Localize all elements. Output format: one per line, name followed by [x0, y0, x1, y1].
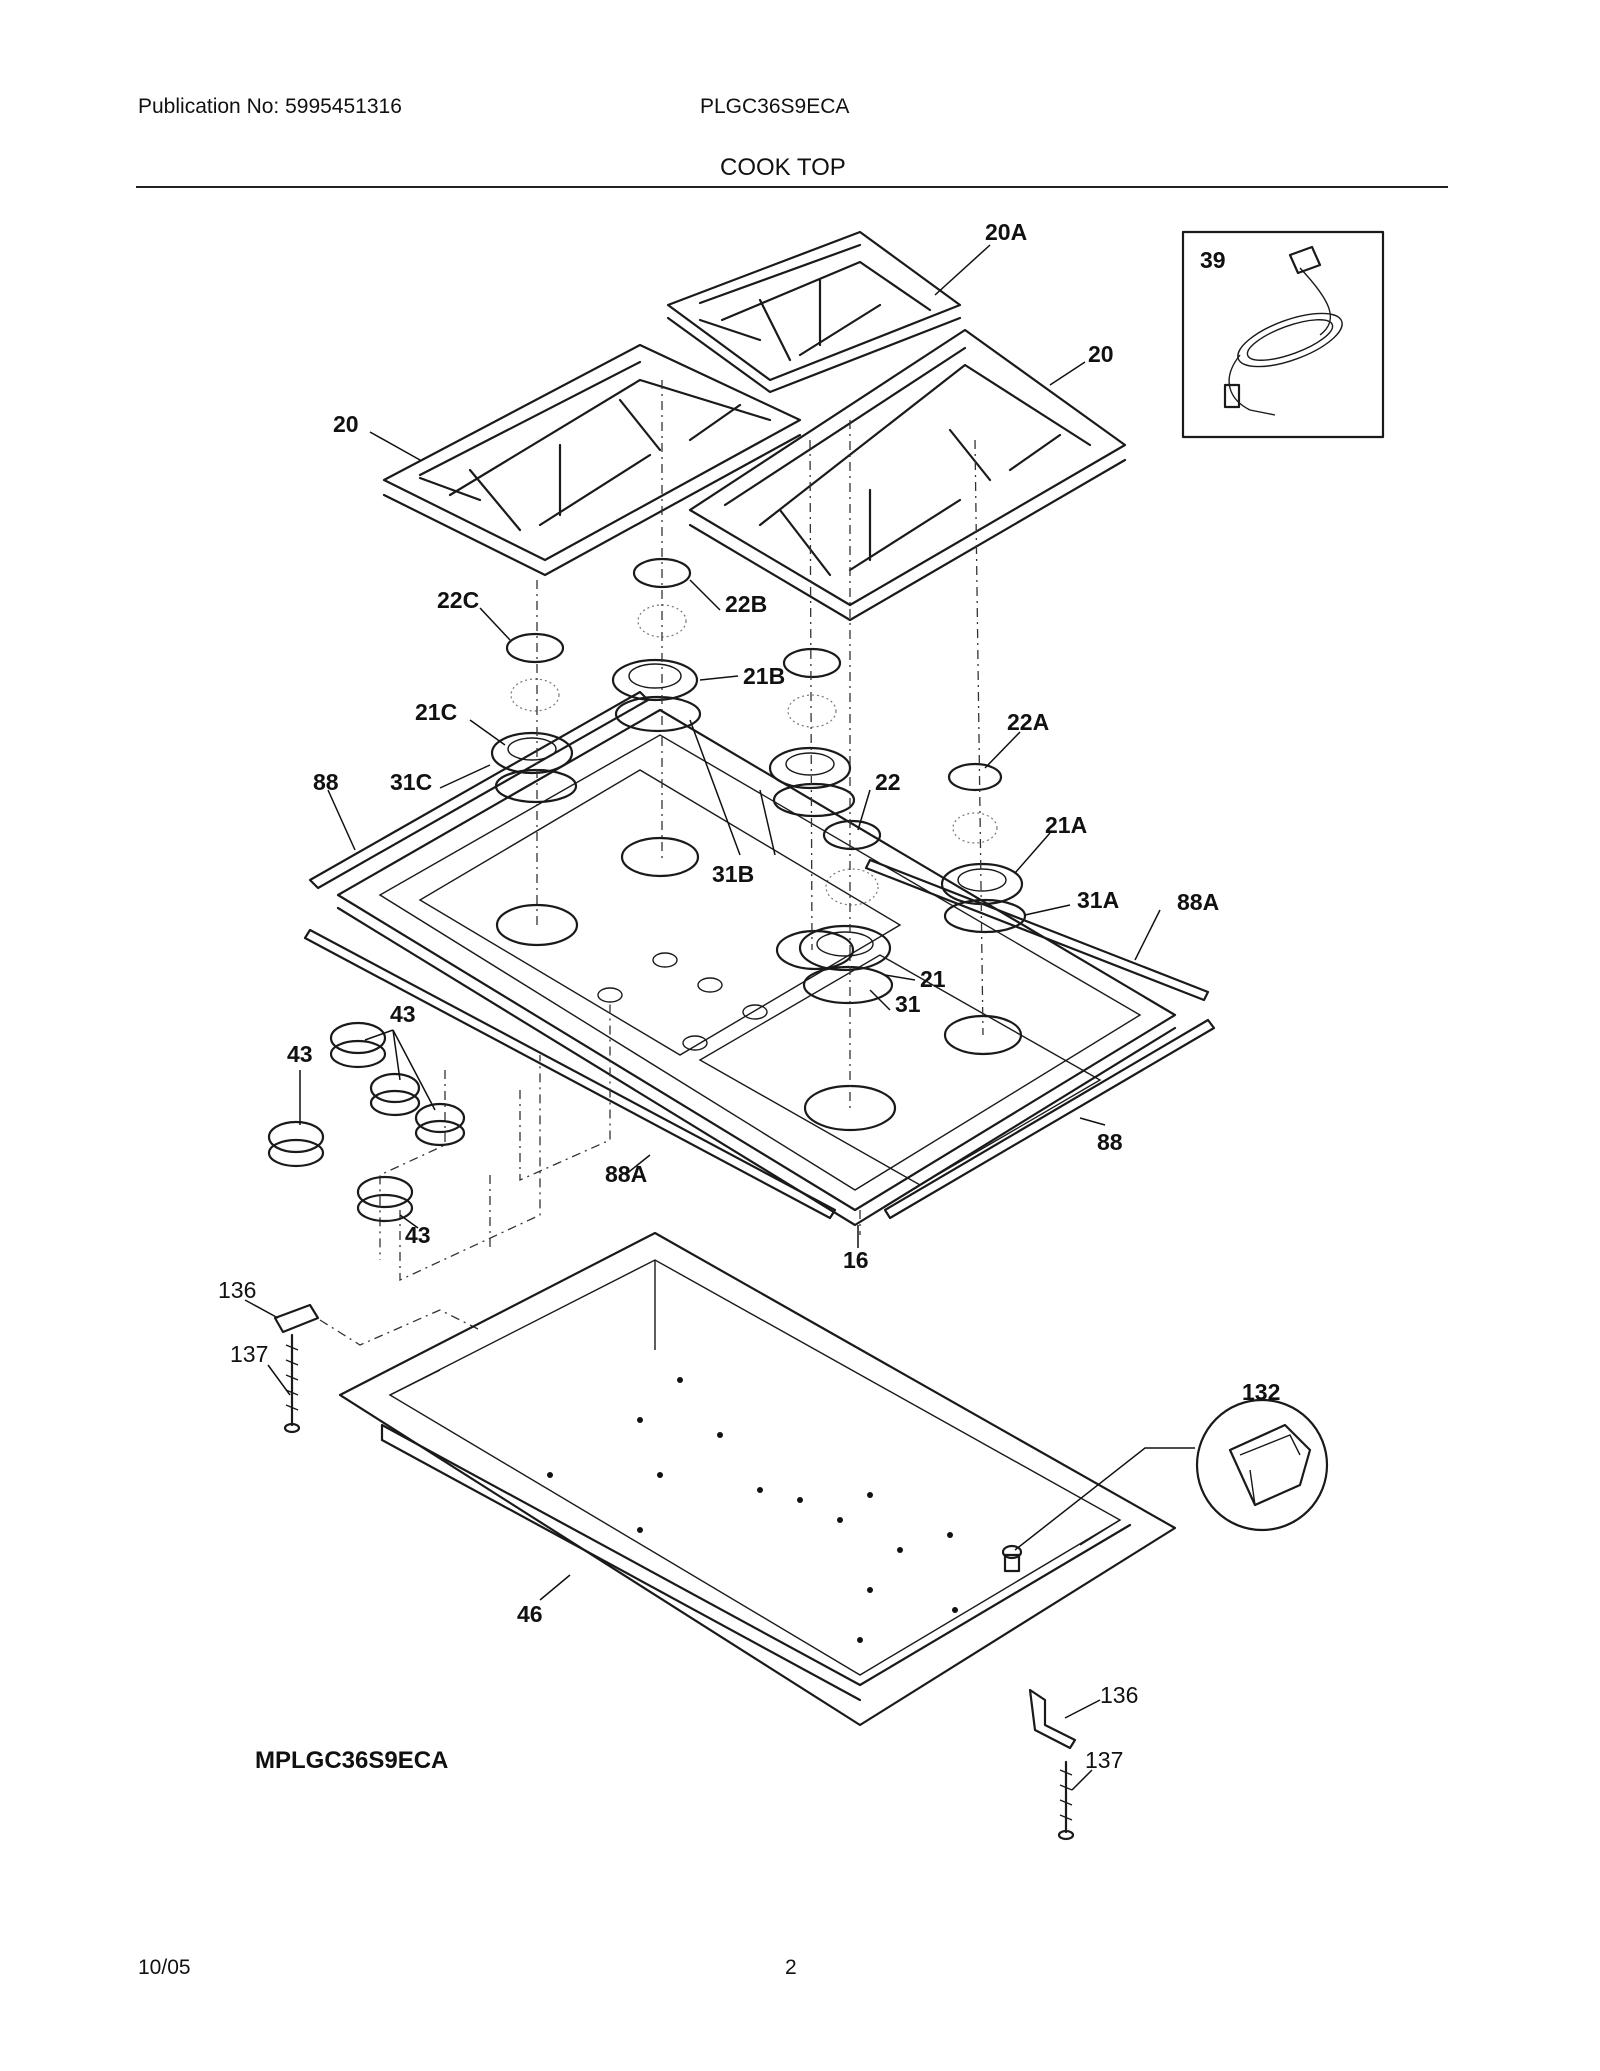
model-number: PLGC36S9ECA	[700, 95, 850, 118]
callout-46: 46	[517, 1601, 543, 1627]
callout-22: 22	[875, 769, 901, 795]
callout-39: 39	[1200, 247, 1226, 273]
callout-88A-bottom: 88A	[605, 1161, 647, 1187]
callout-22A: 22A	[1007, 709, 1049, 735]
callout-136-right: 136	[1100, 1682, 1138, 1708]
callout-20-left: 20	[333, 411, 359, 437]
callout-20-right: 20	[1088, 341, 1114, 367]
burner-box	[338, 1231, 1177, 1727]
callout-136-left: 136	[218, 1277, 256, 1303]
power-cord-inset	[1181, 230, 1385, 439]
callout-31A: 31A	[1077, 887, 1119, 913]
callout-21C: 21C	[415, 699, 457, 725]
callout-137-left: 137	[230, 1341, 268, 1367]
callout-16: 16	[843, 1247, 869, 1273]
left-grate	[382, 343, 802, 577]
center-grate	[666, 230, 962, 394]
callout-labels: 20A 20 39 20 22C 22B 21B 21C 22A 88 31C …	[218, 219, 1280, 1773]
callout-31: 31	[895, 991, 921, 1017]
right-grate	[688, 328, 1127, 622]
callout-22C: 22C	[437, 587, 479, 613]
callout-88-left: 88	[313, 769, 339, 795]
callout-31B: 31B	[712, 861, 754, 887]
callout-43-top: 43	[390, 1001, 416, 1027]
section-title: COOK TOP	[720, 154, 846, 181]
callout-43-bottom: 43	[405, 1222, 431, 1248]
callout-22B: 22B	[725, 591, 767, 617]
callout-21A: 21A	[1045, 812, 1087, 838]
model-code-label: MPLGC36S9ECA	[255, 1747, 448, 1774]
callout-137-right: 137	[1085, 1747, 1123, 1773]
callout-20A: 20A	[985, 219, 1027, 245]
spark-module-inset	[1014, 1398, 1329, 1551]
publication-number: Publication No: 5995451316	[138, 95, 402, 118]
callout-88A-right: 88A	[1177, 889, 1219, 915]
control-knobs	[267, 1021, 466, 1223]
brackets-and-screws	[273, 1303, 1077, 1841]
leader-lines	[244, 244, 1161, 1791]
callout-31C: 31C	[390, 769, 432, 795]
callout-21B: 21B	[743, 663, 785, 689]
page-number: 2	[785, 1956, 797, 1979]
callout-88-right: 88	[1097, 1129, 1123, 1155]
burner-caps	[505, 557, 1003, 906]
burner-heads	[490, 658, 1027, 1005]
cooktop-top	[336, 708, 1177, 1227]
callout-132: 132	[1242, 1379, 1280, 1405]
trim-strips	[303, 690, 1216, 1220]
callout-21: 21	[920, 966, 946, 992]
header-rule	[136, 186, 1448, 188]
assembly-lines	[319, 380, 984, 1346]
callout-43-left: 43	[287, 1041, 313, 1067]
footer-date: 10/05	[138, 1956, 191, 1979]
